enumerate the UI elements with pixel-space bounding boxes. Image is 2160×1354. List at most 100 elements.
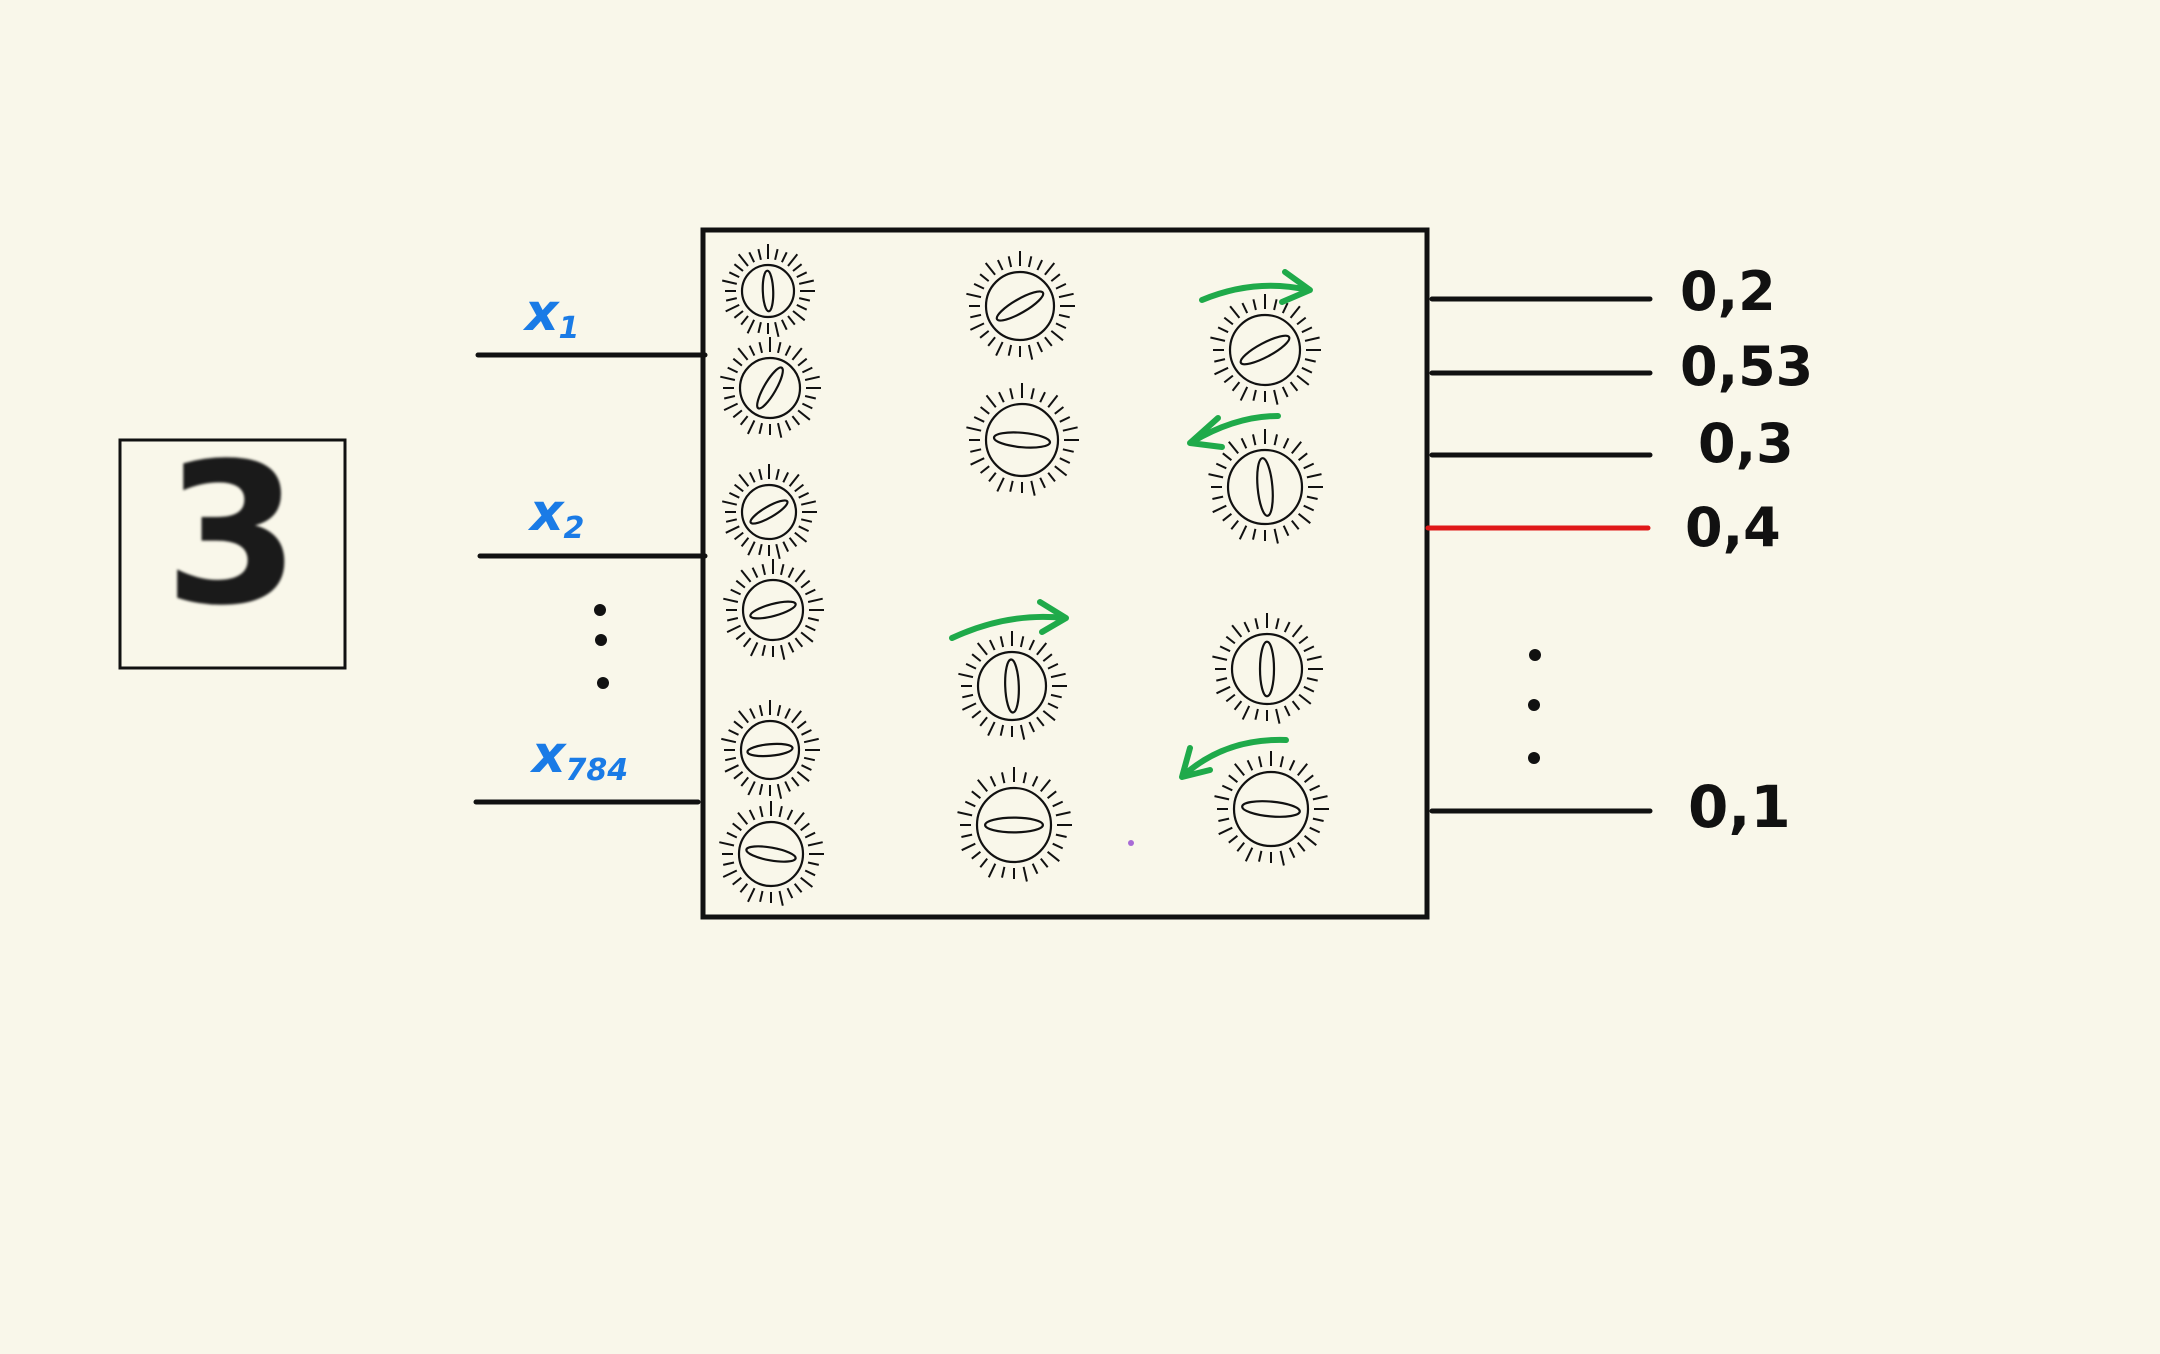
knob-tick <box>1282 525 1290 537</box>
knob-tick <box>1036 716 1045 727</box>
knob-tick <box>1233 700 1243 711</box>
knob-tick <box>1303 685 1315 693</box>
knob-tick <box>1058 292 1074 299</box>
knob-tick <box>1022 772 1027 784</box>
knob-tick <box>1030 388 1035 400</box>
output-value: 0,53 <box>1680 335 1813 398</box>
knob-tick <box>979 857 988 868</box>
knob-tick <box>1303 504 1315 512</box>
knob-tick <box>1283 621 1291 633</box>
knob-tick <box>1254 618 1259 630</box>
knob-tick <box>1028 721 1036 733</box>
knob-tick <box>733 263 744 272</box>
knob-tick <box>1304 358 1316 363</box>
knob-needle <box>749 499 789 525</box>
knob-tick <box>957 811 973 817</box>
knob-tick <box>804 624 816 632</box>
knob-tick <box>1303 774 1314 783</box>
knob-tick <box>748 809 756 821</box>
knob-tick <box>1239 386 1249 401</box>
knob-tick <box>747 541 756 556</box>
knob-tick <box>740 537 750 548</box>
knob-tick <box>747 887 756 903</box>
knob-tick <box>728 492 740 499</box>
knob-tick <box>1223 316 1234 326</box>
input-label-x784: x784 <box>529 725 628 788</box>
knob-tick <box>1058 313 1070 319</box>
knob-group <box>719 244 1329 906</box>
knob-tick <box>784 781 791 792</box>
knob-tick <box>1007 344 1013 356</box>
knob-tick <box>1046 790 1057 799</box>
knob-tick <box>1001 866 1006 878</box>
knob-tick <box>1309 826 1321 834</box>
knob-needle <box>749 600 797 620</box>
knob-tick <box>1036 259 1044 271</box>
output-lines <box>1425 296 1653 814</box>
knob-tick <box>1055 282 1067 290</box>
network-box <box>700 227 1430 920</box>
knob-tick <box>962 693 974 699</box>
knob-tick <box>733 720 744 729</box>
knob-tick <box>1296 374 1310 386</box>
knob-needle <box>745 845 797 863</box>
knob-tick <box>778 805 783 818</box>
knob-tick <box>761 644 766 657</box>
knob-tick <box>1273 389 1279 405</box>
knob-tick <box>989 775 997 787</box>
knob-tick <box>774 248 779 261</box>
knob-tick <box>733 771 744 780</box>
knob-tick <box>1222 452 1233 461</box>
dial-knob-icon <box>1214 751 1329 866</box>
knob-tick <box>807 841 823 847</box>
knob-tick <box>740 569 752 583</box>
knob-tick <box>735 579 746 589</box>
knob-tick <box>737 253 749 267</box>
knob-tick <box>723 597 739 603</box>
knob-tick <box>748 345 756 357</box>
ellipsis-dot <box>597 677 609 689</box>
knob-tick <box>1046 851 1060 862</box>
knob-tick <box>798 525 810 532</box>
knob-tick <box>758 468 763 481</box>
knob-tick <box>801 402 813 410</box>
knob-tick <box>733 483 744 493</box>
knob-needle <box>1258 640 1276 698</box>
ellipsis-dot <box>1529 649 1541 661</box>
knob-tick <box>1231 624 1243 638</box>
knob-tick <box>1031 775 1039 787</box>
dial-knob-icon <box>723 559 824 660</box>
knob-tick <box>749 641 759 657</box>
dial-knob-icon <box>721 244 815 338</box>
knob-tick <box>726 617 739 622</box>
knob-tick <box>1212 495 1224 500</box>
knob-tick <box>1303 645 1315 653</box>
knob-tick <box>1055 833 1067 838</box>
knob-tick <box>798 279 815 285</box>
knob-tick <box>1007 256 1013 268</box>
knob-tick <box>1298 635 1309 645</box>
knob-tick <box>787 641 795 653</box>
knob-tick <box>777 422 783 438</box>
knob-tick <box>794 637 804 648</box>
dial-knob-icon <box>1210 294 1321 405</box>
knob-tick <box>725 297 738 302</box>
dial-knob-icon <box>958 631 1067 740</box>
knob-tick <box>739 415 749 426</box>
knob-tick <box>800 822 810 832</box>
knob-tick <box>1229 305 1241 319</box>
knob-tick <box>721 737 737 744</box>
knob-tick <box>1052 800 1064 808</box>
knob-tick <box>786 887 794 899</box>
knob-tick <box>803 737 819 744</box>
knob-tick <box>1283 705 1291 717</box>
knob-tick <box>1236 841 1245 852</box>
knob-tick <box>1054 465 1068 477</box>
knob-tick <box>1275 708 1281 724</box>
input-lines <box>473 352 708 805</box>
knob-tick <box>782 471 789 483</box>
knob-tick <box>1241 302 1249 314</box>
knob-tick <box>1291 624 1303 638</box>
output-labels: 0,2 0,53 0,3 0,4 0,1 <box>1680 260 1813 841</box>
